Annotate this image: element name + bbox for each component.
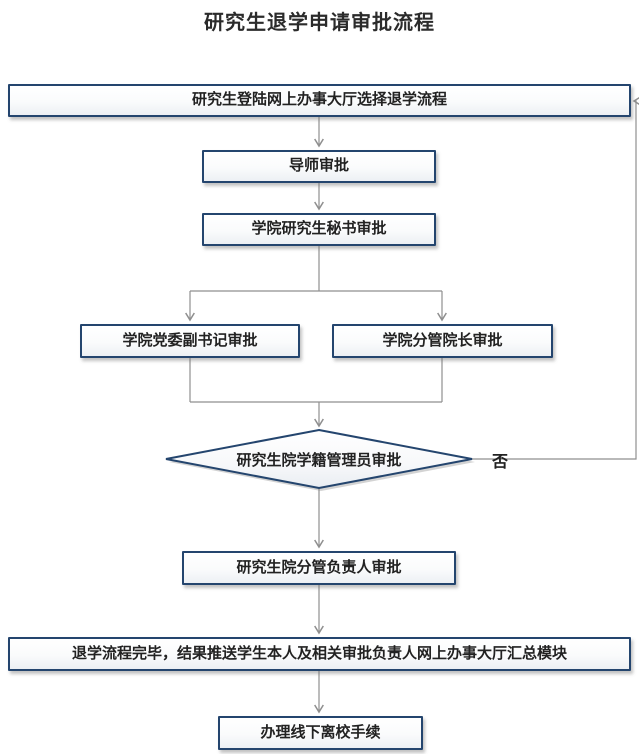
node-secretary-approval: 学院研究生秘书审批 xyxy=(202,213,436,246)
node-mentor-approval: 导师审批 xyxy=(202,150,436,183)
node-grad-leader-approval: 研究生院分管负责人审批 xyxy=(182,551,456,585)
node-registrar-decision-label: 研究生院学籍管理员审批 xyxy=(236,453,402,469)
node-vice-dean-approval: 学院分管院长审批 xyxy=(332,324,553,358)
label-no: 否 xyxy=(492,454,509,471)
node-start: 研究生登陆网上办事大厅选择退学流程 xyxy=(8,84,631,117)
page-title: 研究生退学申请审批流程 xyxy=(204,12,435,34)
decision-diamond xyxy=(165,428,473,490)
node-process-complete: 退学流程完毕，结果推送学生本人及相关审批负责人网上办事大厅汇总模块 xyxy=(8,637,631,671)
node-deputy-secretary-approval: 学院党委副书记审批 xyxy=(80,324,300,358)
node-offline-procedures: 办理线下离校手续 xyxy=(218,716,423,750)
connector-registrar-no-loop xyxy=(472,96,639,460)
